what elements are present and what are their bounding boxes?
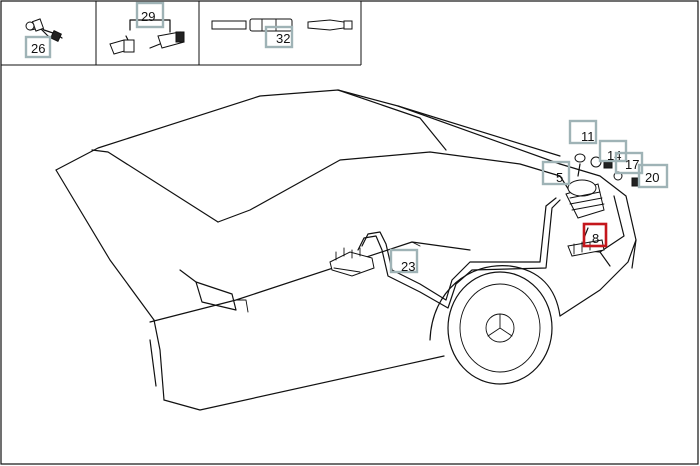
callout-11[interactable]: 11 — [568, 119, 598, 145]
inset-callout-32[interactable]: 32 — [264, 25, 294, 49]
callout-label-11: 11 — [581, 129, 595, 144]
callout-label-8: 8 — [592, 231, 599, 246]
inset-label-32: 32 — [276, 31, 290, 46]
callout-8[interactable]: 8 — [582, 222, 608, 248]
callout-label-23: 23 — [401, 259, 415, 274]
callout-20[interactable]: 20 — [637, 163, 669, 189]
inset-part-29 — [109, 19, 185, 55]
inset-callout-26[interactable]: 26 — [24, 35, 52, 59]
pump-unit — [565, 153, 605, 219]
car-outline — [55, 89, 637, 411]
inset-part-26 — [25, 18, 63, 42]
callout-label-20: 20 — [645, 170, 659, 185]
inset-label-26: 26 — [31, 41, 45, 56]
inset-callout-29[interactable]: 29 — [135, 1, 165, 29]
valve-block — [329, 247, 375, 277]
callout-17[interactable]: 17 — [614, 151, 644, 175]
hose-route — [357, 197, 561, 309]
inset-label-29: 29 — [141, 9, 155, 24]
inset-part-32 — [211, 18, 353, 32]
callout-23[interactable]: 23 — [389, 248, 419, 274]
callout-5[interactable]: 5 — [541, 160, 571, 186]
callout-label-5: 5 — [556, 170, 563, 185]
callout-label-14: 14 — [607, 148, 621, 163]
callout-label-17: 17 — [625, 157, 639, 172]
callout-14[interactable]: 14 — [598, 139, 628, 163]
